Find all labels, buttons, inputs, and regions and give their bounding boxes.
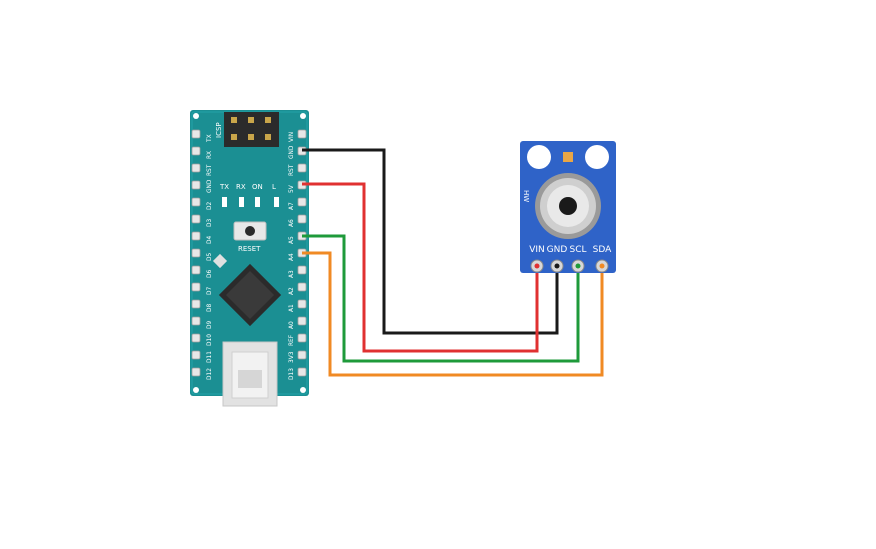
mounting-hole bbox=[585, 145, 609, 169]
sensor-pin-label: SCL bbox=[569, 245, 586, 255]
arduino-left-pin-label: D4 bbox=[205, 235, 213, 244]
arduino-left-pin-label: D2 bbox=[205, 201, 213, 210]
wires bbox=[302, 148, 604, 377]
sensor-can bbox=[535, 173, 601, 239]
arduino-left-pin bbox=[191, 197, 201, 207]
sensor-lens bbox=[559, 197, 577, 215]
arduino-right-pin-label: A2 bbox=[287, 287, 295, 295]
arduino-left-pin bbox=[191, 333, 201, 343]
arduino-left-pin-label: D5 bbox=[205, 252, 213, 261]
arduino-right-pin bbox=[297, 214, 307, 224]
arduino-left-pin bbox=[191, 367, 201, 377]
arduino-right-pin bbox=[297, 265, 307, 275]
sensor-pin-label: SDA bbox=[593, 245, 612, 255]
wire-scl bbox=[302, 234, 580, 363]
wire-vin bbox=[302, 182, 539, 353]
arduino-left-pin-label: RST bbox=[205, 164, 213, 176]
led-label-rx: RX bbox=[236, 183, 246, 191]
sensor-pin-hole bbox=[534, 263, 540, 269]
arduino-left-pin bbox=[191, 163, 201, 173]
arduino-left-pin bbox=[191, 316, 201, 326]
arduino-right-pin-label: A6 bbox=[287, 219, 295, 227]
sensor-pin-hole bbox=[554, 263, 560, 269]
led-label-tx: TX bbox=[219, 183, 229, 191]
mounting-hole bbox=[193, 387, 199, 393]
arduino-right-pin bbox=[297, 350, 307, 360]
arduino-left-pin-label: D7 bbox=[205, 286, 213, 295]
sensor-pin-label: GND bbox=[547, 245, 568, 255]
led-on bbox=[255, 197, 260, 207]
arduino-right-pin-label: A3 bbox=[287, 270, 295, 278]
led-label-on: ON bbox=[252, 183, 263, 191]
arduino-left-pin bbox=[191, 180, 201, 190]
arduino-right-pin-label: REF bbox=[287, 334, 295, 346]
arduino-right-pin bbox=[297, 299, 307, 309]
arduino-left-pin bbox=[191, 282, 201, 292]
mounting-hole bbox=[193, 113, 199, 119]
led-label-l: L bbox=[272, 183, 276, 191]
arduino-right-pin bbox=[297, 282, 307, 292]
crystal bbox=[212, 253, 228, 269]
sensor-capacitor bbox=[563, 152, 573, 162]
wire-gnd bbox=[302, 148, 559, 335]
arduino-left-pin bbox=[191, 231, 201, 241]
arduino-left-pin bbox=[191, 129, 201, 139]
arduino-left-pin-label: D10 bbox=[205, 334, 213, 346]
arduino-right-pin-label: GND bbox=[287, 145, 295, 159]
arduino-right-pin-label: VIN bbox=[287, 132, 295, 142]
led-l bbox=[274, 197, 279, 207]
microcontroller-chip bbox=[218, 263, 282, 327]
arduino-right-pin bbox=[297, 367, 307, 377]
sensor-board-label: HW bbox=[522, 190, 530, 202]
arduino-left-pin-label: RX bbox=[205, 151, 213, 159]
mounting-hole bbox=[300, 387, 306, 393]
arduino-left-pin bbox=[191, 350, 201, 360]
usb-connector bbox=[222, 341, 278, 407]
arduino-left-pin-label: D9 bbox=[205, 320, 213, 329]
arduino-right-pin bbox=[297, 333, 307, 343]
arduino-left-pin-label: D3 bbox=[205, 218, 213, 227]
sensor-pin-hole bbox=[599, 263, 605, 269]
arduino-left-pin bbox=[191, 265, 201, 275]
reset-label: RESET bbox=[238, 245, 261, 253]
wire-sda bbox=[302, 251, 604, 377]
arduino-left-pin bbox=[191, 299, 201, 309]
mounting-hole bbox=[527, 145, 551, 169]
arduino-left-pin-label: GND bbox=[205, 179, 213, 193]
arduino-left-pin-label: D6 bbox=[205, 269, 213, 278]
arduino-left-pin-label: TX bbox=[205, 134, 213, 143]
arduino-left-pin bbox=[191, 248, 201, 258]
arduino-right-pin-label: RST bbox=[287, 164, 295, 176]
arduino-right-pin bbox=[297, 197, 307, 207]
arduino-nano-board: ICSP TX RX ON L RESET bbox=[190, 110, 309, 407]
arduino-right-pin bbox=[297, 129, 307, 139]
arduino-right-pin-label: A5 bbox=[287, 236, 295, 244]
icsp-header: ICSP bbox=[215, 112, 279, 147]
arduino-left-pin-label: D8 bbox=[205, 303, 213, 312]
icsp-label: ICSP bbox=[215, 122, 223, 138]
arduino-right-pin-label: 5V bbox=[287, 185, 295, 193]
arduino-right-pin-label: 3V3 bbox=[287, 351, 295, 363]
arduino-right-pin-label: A0 bbox=[287, 321, 295, 329]
arduino-right-pin-label: A4 bbox=[287, 253, 295, 261]
arduino-right-pin bbox=[297, 163, 307, 173]
arduino-right-pin-label: A1 bbox=[287, 304, 295, 312]
arduino-pcb bbox=[190, 110, 309, 396]
led-tx bbox=[222, 197, 227, 207]
arduino-right-pin-label: A7 bbox=[287, 202, 295, 210]
arduino-left-pin bbox=[191, 146, 201, 156]
sensor-pin-label: VIN bbox=[529, 245, 545, 255]
arduino-left-pin-label: D12 bbox=[205, 368, 213, 380]
arduino-right-pin bbox=[297, 316, 307, 326]
sensor-pin-hole bbox=[575, 263, 581, 269]
arduino-right-pin-label: D13 bbox=[287, 368, 295, 380]
arduino-left-pin-label: D11 bbox=[205, 351, 213, 363]
led-rx bbox=[239, 197, 244, 207]
arduino-left-pin bbox=[191, 214, 201, 224]
mounting-hole bbox=[300, 113, 306, 119]
reset-button[interactable] bbox=[233, 221, 267, 241]
